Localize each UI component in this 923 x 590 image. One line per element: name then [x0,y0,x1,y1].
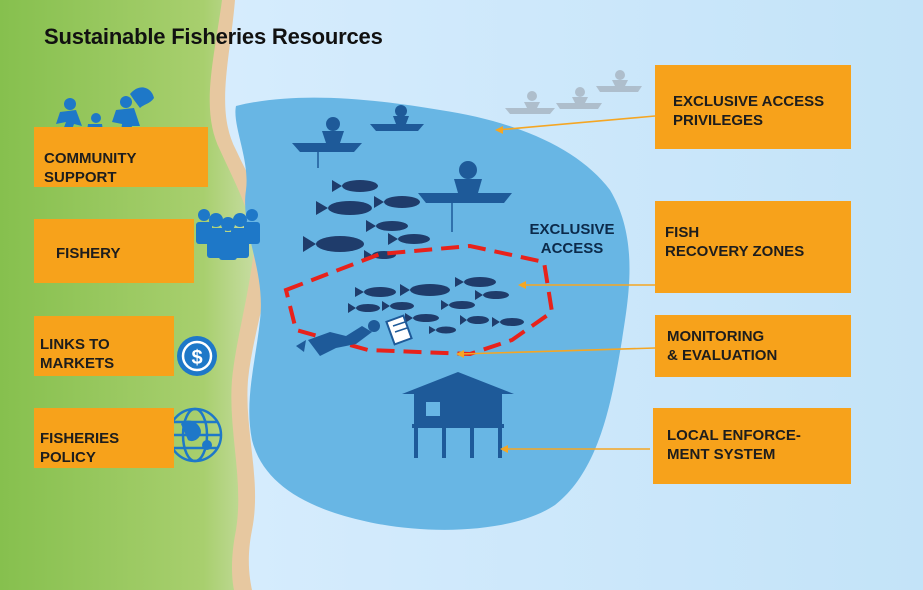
stilt-house-icon [402,372,514,458]
box-label-line: RECOVERY ZONES [665,243,805,260]
distant-boats [505,70,642,114]
box-label-line: LOCAL ENFORCE- [667,427,801,444]
box-label-line: FISHERY [56,245,121,262]
box-label-line: SUPPORT [44,169,117,186]
box-label-line: FISH [665,224,700,241]
fishery-box: FISHERY [34,219,194,283]
diver-icon [296,314,413,356]
exclusive-access-privileges-box: EXCLUSIVE ACCESS PRIVILEGES [655,65,851,149]
fish-recovery-zones-box: FISH RECOVERY ZONES [655,201,851,293]
center-label-line: EXCLUSIVE [529,221,615,238]
dollar-coin-icon: $ [177,336,217,376]
box-label-line: PRIVILEGES [673,112,764,129]
community-support-box: COMMUNITY SUPPORT [34,127,208,187]
box-label-line: MARKETS [40,355,115,372]
fish-school-upper [303,180,430,260]
fish-school-protected [348,277,524,334]
box-label-line: MENT SYSTEM [667,446,776,463]
box-label-line: LINKS TO [40,336,110,353]
svg-text:$: $ [191,347,202,369]
connector-arrows [456,115,656,453]
box-label-line: MONITORING [667,328,765,345]
people-group-icon [196,209,260,260]
center-label-line: ACCESS [540,240,604,257]
local-enforcement-system-box: LOCAL ENFORCE- MENT SYSTEM [653,408,851,484]
fisheries-policy-box: FISHERIES POLICY [34,408,174,468]
box-label-line: POLICY [40,449,96,466]
box-label-line: EXCLUSIVE ACCESS [673,93,825,110]
monitoring-evaluation-box: MONITORING & EVALUATION [655,315,851,377]
box-label-line: COMMUNITY [44,150,137,167]
fishing-boats [292,105,512,232]
diagram-title: Sustainable Fisheries Resources [44,24,383,49]
links-to-markets-box: LINKS TO MARKETS [34,316,174,376]
exclusive-access-zone [235,97,630,530]
box-label-line: & EVALUATION [667,347,778,364]
exclusive-access-label: EXCLUSIVE ACCESS [522,220,622,258]
box-label-line: FISHERIES [40,430,120,447]
